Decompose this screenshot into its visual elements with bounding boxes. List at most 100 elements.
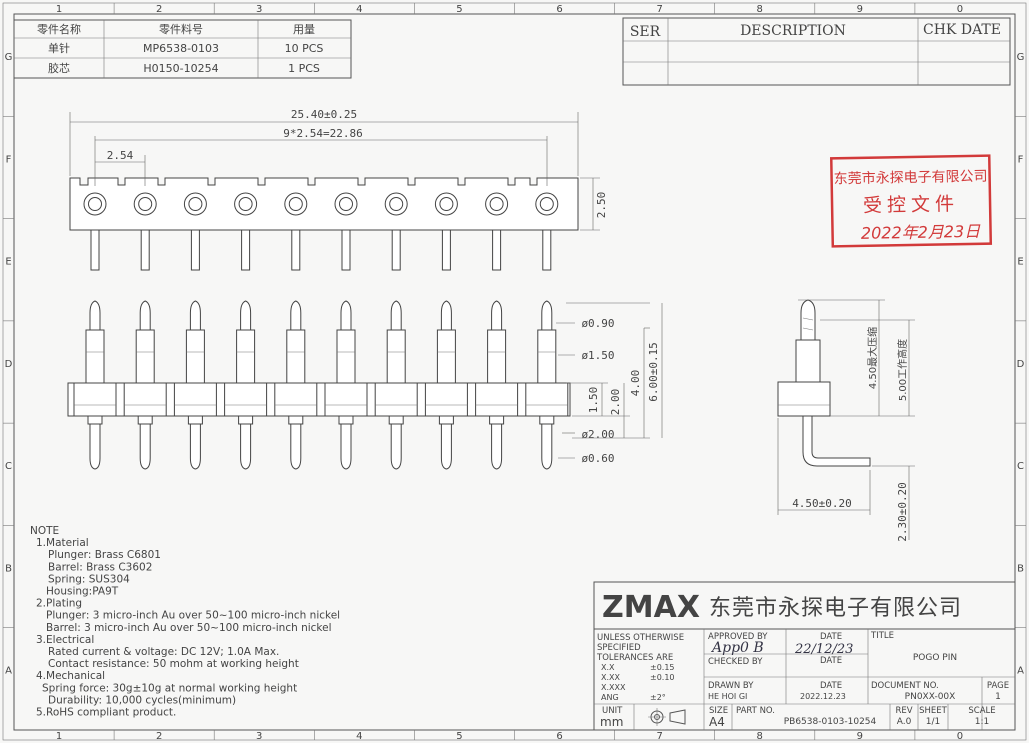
dim-2-00: 2.00 — [609, 389, 622, 416]
note-line: Spring force: 30g±10g at normal working … — [42, 682, 297, 694]
tb-scale-value: 1:1 — [975, 717, 989, 727]
tb-drawn-label: DRAWN BY — [708, 681, 754, 691]
frame-col-label: 2 — [156, 4, 162, 15]
dim-housing-1-50: 1.50 — [587, 387, 600, 414]
top-pin-leg — [341, 229, 351, 271]
tb-unit-value: mm — [600, 715, 623, 729]
top-pin-leg — [441, 229, 451, 271]
note-line: NOTE — [30, 525, 59, 537]
controlled-stamp: 东莞市永探电子有限公司 受控文件 2022年2月23日 — [829, 154, 993, 248]
dim-pitch: 2.54 — [107, 149, 134, 162]
note-line: 2.Plating — [36, 598, 82, 610]
tb-tol-key: X.X — [601, 663, 615, 672]
note-line: 3.Electrical — [36, 634, 94, 646]
bom-header-qty: 用量 — [293, 23, 315, 36]
dim-collar-dia: ø2.00 — [581, 428, 614, 441]
frame-row-label: D — [1017, 359, 1025, 370]
rev-description: DESCRIPTION — [740, 23, 846, 39]
tb-size-label: SIZE — [709, 706, 728, 716]
tb-tolerances: TOLERANCES ARE — [596, 653, 673, 663]
top-pin-leg — [542, 229, 552, 271]
frame-row-label: D — [5, 359, 13, 370]
note-line: Plunger: Brass C6801 — [48, 549, 161, 561]
top-pin-hole — [183, 192, 207, 216]
tb-rev-label: REV — [895, 706, 912, 716]
tb-title-label: TITLE — [870, 631, 894, 641]
frame-col-label: 7 — [656, 4, 662, 15]
frame-ticks — [3, 3, 1026, 740]
front-pin — [73, 300, 117, 470]
tb-checked-label: CHECKED BY — [708, 657, 763, 667]
note-line: 5.RoHS compliant product. — [36, 707, 176, 719]
frame-col-label: 3 — [256, 4, 262, 15]
front-pin — [173, 300, 217, 470]
bom-cell: MP6538-0103 — [143, 42, 219, 55]
frame-row-label: E — [1017, 257, 1023, 268]
top-pin-leg — [391, 229, 401, 271]
tb-sheet-value: 1/1 — [926, 717, 940, 727]
frame-col-label: 0 — [957, 4, 963, 15]
frame-col-label: 7 — [656, 731, 662, 742]
frame-row-label: G — [1017, 52, 1025, 63]
dim-pin-span: 9*2.54=22.86 — [283, 127, 362, 140]
top-pin-leg — [140, 229, 150, 271]
top-pin-leg — [241, 229, 251, 271]
tb-page-label: PAGE — [987, 681, 1009, 691]
front-pin — [475, 300, 519, 470]
front-pin — [525, 300, 569, 470]
note-line: Housing:PA9T — [46, 586, 119, 598]
bom-cell: 10 PCS — [285, 42, 324, 55]
front-view: ø0.90 ø1.50 ø2.00 ø0.60 1.50 2.00 4.00 6… — [67, 300, 663, 470]
front-pin — [274, 300, 318, 470]
bom-cell: 单针 — [48, 41, 70, 55]
rev-ser: SER — [630, 24, 661, 40]
title-block: ZMAX 东莞市永探电子有限公司 UNLESS OTHERWISE SPECIF… — [593, 581, 1016, 731]
note-line: Durability: 10,000 cycles(minimum) — [48, 694, 236, 706]
dim-top-height: 2.50 — [595, 192, 608, 219]
tb-drawn-name: HE HOI GI — [708, 692, 747, 701]
note-line: 1.Material — [36, 537, 89, 549]
frame-col-label: 0 — [957, 731, 963, 742]
top-pin-hole — [234, 192, 258, 216]
frame-col-label: 9 — [857, 4, 863, 15]
tb-approved-label: APPROVED BY — [708, 632, 768, 642]
stamp-controlled-document: 受控文件 — [863, 193, 959, 217]
stamp-company: 东莞市永探电子有限公司 — [833, 168, 987, 188]
frame-col-label: 5 — [456, 731, 462, 742]
dim-side-width: 4.50±0.20 — [792, 497, 852, 510]
frame-col-label: 6 — [556, 4, 562, 15]
note-line: Plunger: 3 micro-inch Au over 50~100 mic… — [46, 610, 340, 622]
top-view: 25.40±0.25 9*2.54=22.86 2.54 2.50 — [69, 108, 608, 271]
frame-row-label: A — [5, 666, 12, 677]
projection-symbol-icon — [648, 708, 686, 726]
tb-sheet-label: SHEET — [919, 706, 948, 716]
tb-doc-value: PN0XX-00X — [905, 692, 956, 702]
tb-rev-value: A.0 — [897, 717, 912, 727]
frame-row-label: C — [5, 461, 12, 472]
frame-row-label: G — [5, 52, 13, 63]
bom-table: 零件名称 零件料号 用量 单针 MP6538-0103 10 PCS 胶芯 H0… — [13, 19, 352, 79]
tb-specified: SPECIFIED — [597, 643, 641, 653]
frame-col-label: 6 — [556, 731, 562, 742]
tb-tol-key: ANG — [601, 693, 619, 702]
bom-cell: H0150-10254 — [143, 62, 218, 75]
dim-6-00: 6.00±0.15 — [647, 342, 660, 402]
top-pin-hole — [384, 192, 408, 216]
note-line: Barrel: Brass C3602 — [48, 561, 152, 573]
top-pin-hole — [334, 192, 358, 216]
stamp-date: 2022年2月23日 — [861, 222, 982, 243]
tb-size-value: A4 — [709, 715, 725, 729]
top-pin-leg — [291, 229, 301, 271]
top-pin-hole — [83, 192, 107, 216]
frame-row-label: B — [5, 563, 12, 574]
front-pin — [123, 300, 167, 470]
frame-row-label: F — [1018, 154, 1024, 165]
company-name: 东莞市永探电子有限公司 — [709, 596, 962, 621]
tb-tol-key: X.XX — [601, 673, 621, 682]
frame-col-label: 8 — [757, 4, 763, 15]
dim-tail-dia: ø0.60 — [581, 452, 614, 465]
frame-col-label: 4 — [356, 4, 362, 15]
